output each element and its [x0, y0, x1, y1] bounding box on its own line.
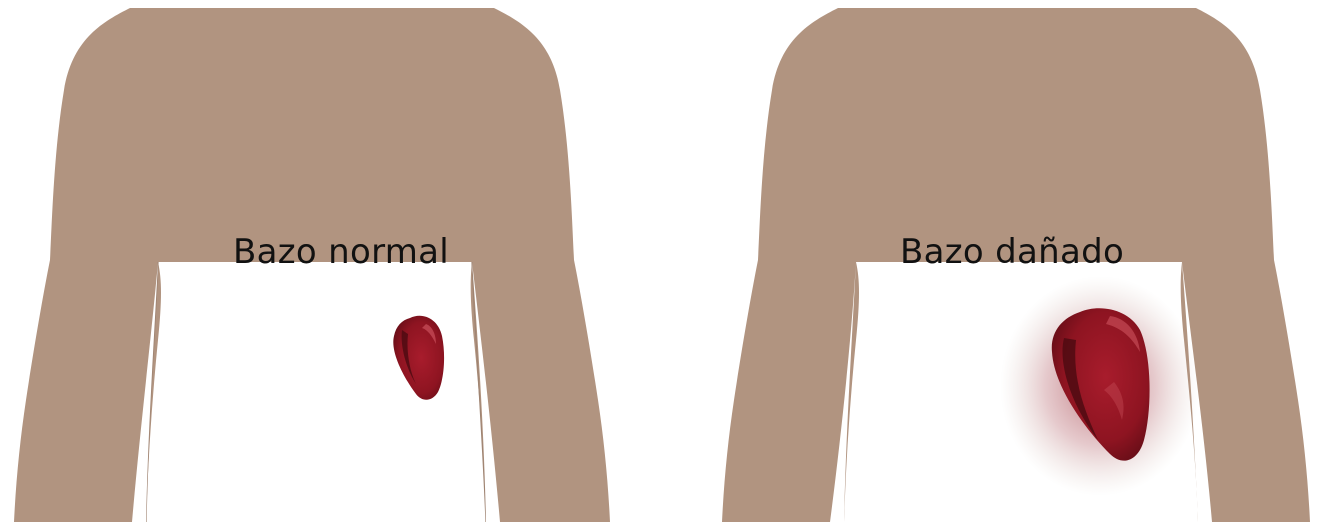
label-normal-spleen: Bazo normal — [233, 232, 449, 272]
panel-normal-spleen: Bazo normal — [12, 0, 612, 522]
label-damaged-spleen: Bazo dañado — [900, 232, 1124, 272]
spleen-normal — [393, 316, 444, 400]
panel-damaged-spleen: Bazo dañado — [718, 0, 1318, 522]
